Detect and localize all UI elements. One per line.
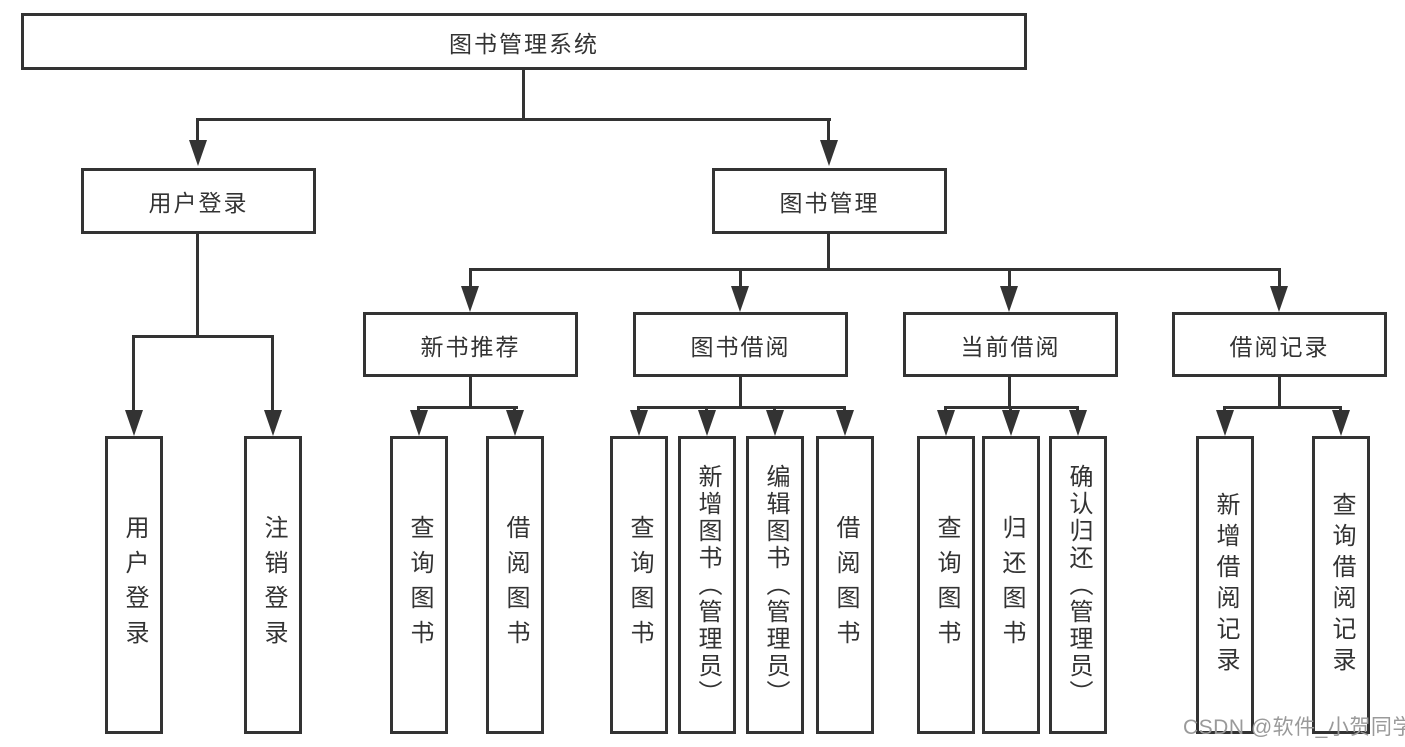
arrow-down-icon xyxy=(506,410,524,436)
node-library-system-label: 图书管理系统 xyxy=(449,30,599,57)
node-borrow-records: 借阅记录 xyxy=(1172,312,1387,377)
connector-borrow-records-branch xyxy=(1223,406,1342,409)
arrow-down-icon xyxy=(820,140,838,166)
arrow-down-icon xyxy=(410,410,428,436)
arrow-down-icon xyxy=(731,286,749,312)
node-user-login: 用户登录 xyxy=(81,168,316,234)
connector-to-current-borrow xyxy=(1008,268,1011,288)
arrow-down-icon xyxy=(1216,410,1234,436)
arrow-down-icon xyxy=(461,286,479,312)
connector-leaf-stem xyxy=(1339,406,1342,412)
leaf-query-books-current: 查询图书 xyxy=(917,436,975,734)
arrow-down-icon xyxy=(1000,286,1018,312)
node-book-management-label: 图书管理 xyxy=(779,190,880,216)
arrow-down-icon xyxy=(698,410,716,436)
connector-user-login-branch xyxy=(132,335,274,338)
arrow-down-icon xyxy=(1270,286,1288,312)
connector-leaf-stem xyxy=(944,406,947,412)
connector-current-borrow-stem xyxy=(1008,377,1011,409)
connector-to-book-borrow xyxy=(739,268,742,288)
arrow-down-icon xyxy=(125,410,143,436)
node-library-system: 图书管理系统 xyxy=(21,13,1027,70)
leaf-logout: 注销登录 xyxy=(244,436,302,734)
leaf-logout-label: 注销登录 xyxy=(260,515,287,655)
connector-book-mgmt-branch xyxy=(469,268,1281,271)
connector-book-mgmt-stem xyxy=(827,234,830,271)
node-user-login-label: 用户登录 xyxy=(148,190,249,216)
node-book-management: 图书管理 xyxy=(712,168,947,234)
leaf-user-login-label: 用户登录 xyxy=(121,515,148,655)
node-current-borrow: 当前借阅 xyxy=(903,312,1118,377)
arrow-down-icon xyxy=(766,410,784,436)
leaf-add-borrow-record: 新增借阅记录 xyxy=(1196,436,1254,734)
leaf-query-books-borrow: 查询图书 xyxy=(610,436,668,734)
arrow-down-icon xyxy=(264,410,282,436)
leaf-add-books-admin-label: 新增图书（管理员） xyxy=(694,463,721,707)
connector-user-login-stem xyxy=(196,234,199,338)
connector-leaf-stem xyxy=(773,406,776,412)
node-current-borrow-label: 当前借阅 xyxy=(960,333,1061,360)
arrow-down-icon xyxy=(189,140,207,166)
leaf-edit-books-admin-label: 编辑图书（管理员） xyxy=(762,463,789,707)
leaf-user-login: 用户登录 xyxy=(105,436,163,734)
connector-book-borrow-stem xyxy=(739,377,742,409)
connector-leaf-stem xyxy=(513,406,516,412)
connector-root-branch xyxy=(196,118,831,121)
leaf-borrow-books-recommend: 借阅图书 xyxy=(486,436,544,734)
connector-new-books-stem xyxy=(469,377,472,409)
leaf-query-books-current-label: 查询图书 xyxy=(933,515,960,655)
leaf-query-books-recommend-label: 查询图书 xyxy=(406,515,433,655)
csdn-watermark: CSDN @软件_小贺同学 xyxy=(1183,716,1405,739)
connector-leaf-stem xyxy=(1009,406,1012,412)
leaf-confirm-return-admin: 确认归还（管理员） xyxy=(1049,436,1107,734)
node-borrow-records-label: 借阅记录 xyxy=(1229,333,1330,360)
leaf-edit-books-admin: 编辑图书（管理员） xyxy=(746,436,804,734)
connector-leaf-stem xyxy=(843,406,846,412)
connector-leaf-stem xyxy=(417,406,420,412)
connector-to-leaf-logout xyxy=(271,335,274,412)
leaf-return-books: 归还图书 xyxy=(982,436,1040,734)
connector-book-borrow-branch xyxy=(637,406,846,409)
connector-to-new-books xyxy=(469,268,472,288)
leaf-borrow-books-recommend-label: 借阅图书 xyxy=(502,515,529,655)
leaf-borrow-books-label: 借阅图书 xyxy=(832,515,859,655)
connector-leaf-stem xyxy=(1223,406,1226,412)
leaf-add-borrow-record-label: 新增借阅记录 xyxy=(1212,492,1239,678)
leaf-return-books-label: 归还图书 xyxy=(998,515,1025,655)
arrow-down-icon xyxy=(630,410,648,436)
connector-to-leaf-user-login xyxy=(132,335,135,412)
node-new-book-recommend-label: 新书推荐 xyxy=(420,333,521,360)
node-book-borrow: 图书借阅 xyxy=(633,312,848,377)
connector-new-books-branch xyxy=(417,406,518,409)
leaf-confirm-return-admin-label: 确认归还（管理员） xyxy=(1065,463,1092,707)
connector-borrow-records-stem xyxy=(1278,377,1281,409)
leaf-query-borrow-record: 查询借阅记录 xyxy=(1312,436,1370,734)
leaf-query-books-recommend: 查询图书 xyxy=(390,436,448,734)
connector-to-borrow-records xyxy=(1278,268,1281,288)
arrow-down-icon xyxy=(836,410,854,436)
connector-leaf-stem xyxy=(637,406,640,412)
node-new-book-recommend: 新书推荐 xyxy=(363,312,578,377)
connector-leaf-stem xyxy=(705,406,708,412)
arrow-down-icon xyxy=(1069,410,1087,436)
arrow-down-icon xyxy=(1002,410,1020,436)
leaf-query-borrow-record-label: 查询借阅记录 xyxy=(1328,492,1355,678)
leaf-add-books-admin: 新增图书（管理员） xyxy=(678,436,736,734)
connector-to-user-login xyxy=(196,118,199,142)
arrow-down-icon xyxy=(1332,410,1350,436)
arrow-down-icon xyxy=(937,410,955,436)
leaf-query-books-borrow-label: 查询图书 xyxy=(626,515,653,655)
connector-to-book-mgmt xyxy=(827,118,830,142)
node-book-borrow-label: 图书借阅 xyxy=(690,333,791,360)
connector-root-stem xyxy=(522,70,525,121)
leaf-borrow-books: 借阅图书 xyxy=(816,436,874,734)
connector-leaf-stem xyxy=(1076,406,1079,412)
